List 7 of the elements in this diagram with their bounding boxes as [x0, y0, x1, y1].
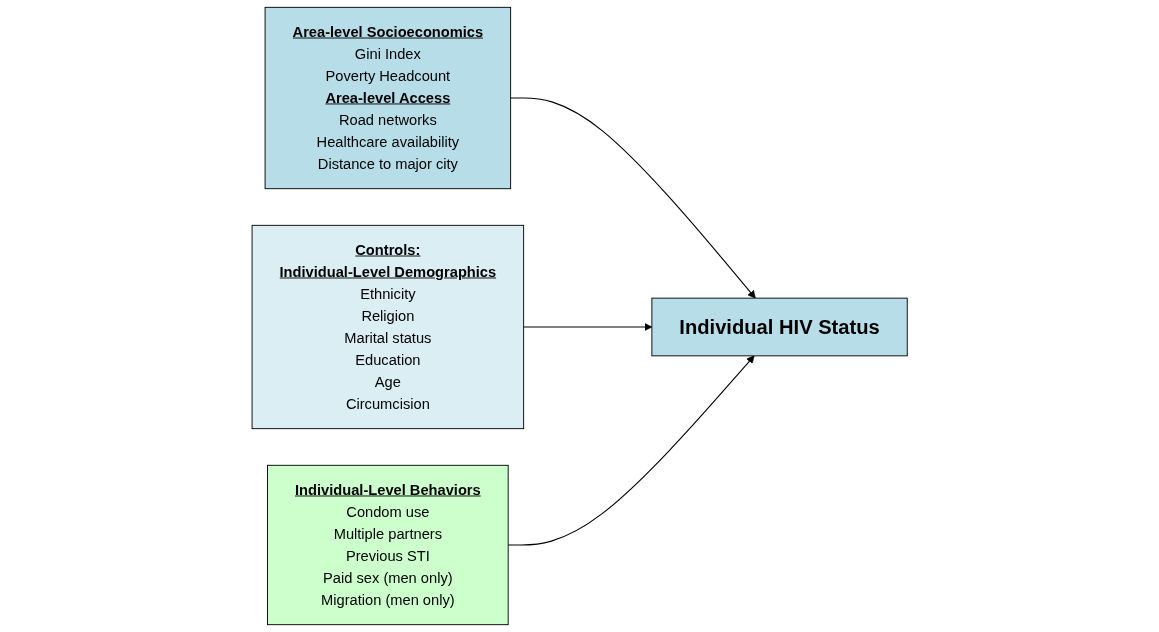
arrow	[507, 355, 755, 546]
arrow	[522, 322, 653, 331]
node-box: Individual-Level Behaviors Condom use Multiple partners Previous STI Paid sex (men only) Migration (men only)	[266, 464, 509, 626]
node-box: Controls: Individual-Level Demographics Ethnicity Religion Marital status Education Age Circumcision	[251, 224, 524, 430]
node-box: Individual HIV Status	[651, 297, 908, 357]
node-box: Area-level Socioeconomics Gini Index Poverty Headcount Area-level Access Road networks Healthcare availability Distance to major city	[264, 6, 511, 190]
arrow	[509, 97, 756, 299]
